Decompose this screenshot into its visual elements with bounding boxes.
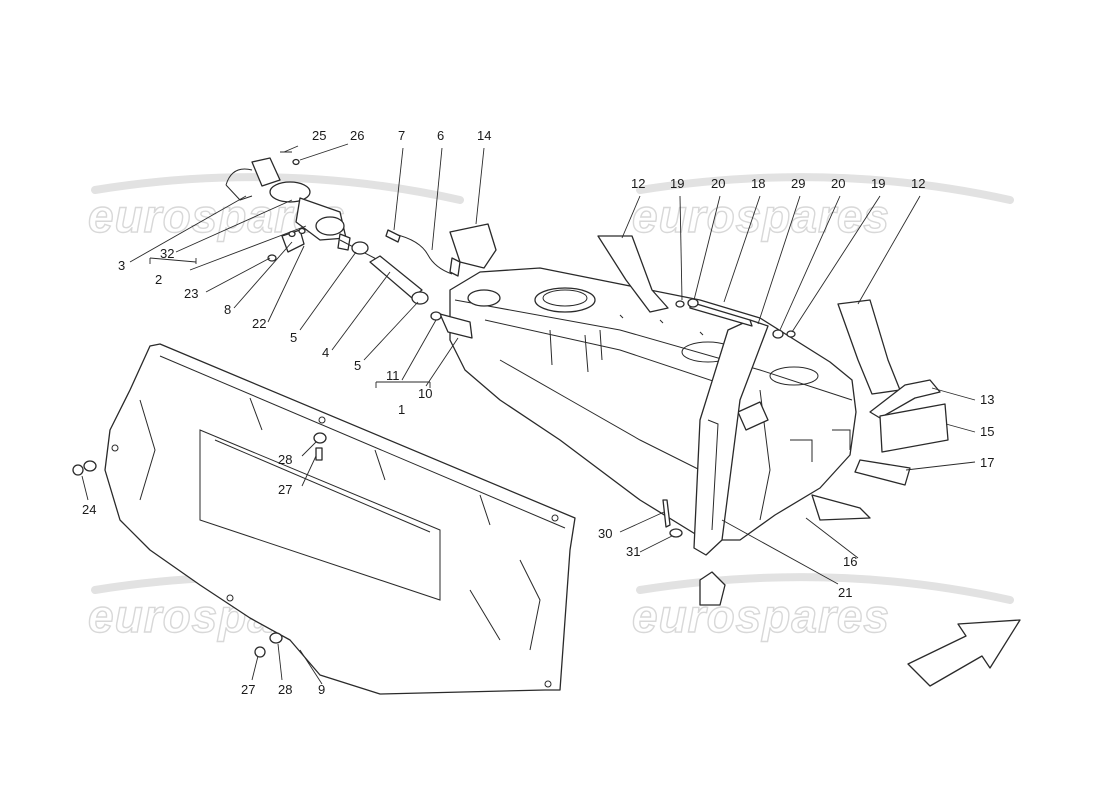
callout-19-left: 19 bbox=[670, 176, 684, 191]
callout-6: 6 bbox=[437, 128, 444, 143]
watermark-top-right: eurospares bbox=[632, 190, 890, 242]
callout-labels: 25 26 7 6 14 3 32 2 23 8 22 5 4 5 11 10 … bbox=[82, 128, 994, 697]
nut-24 bbox=[72, 464, 84, 476]
callout-18: 18 bbox=[751, 176, 765, 191]
front-direction-arrow-icon bbox=[907, 619, 1021, 687]
callout-14: 14 bbox=[477, 128, 491, 143]
callout-32: 32 bbox=[160, 246, 174, 261]
callout-26: 26 bbox=[350, 128, 364, 143]
callout-8: 8 bbox=[224, 302, 231, 317]
filler-neck-opening bbox=[534, 287, 596, 313]
callout-19-right: 19 bbox=[871, 176, 885, 191]
callout-22: 22 bbox=[252, 316, 266, 331]
screw-27-lower bbox=[254, 646, 266, 658]
bolt-30 bbox=[662, 499, 671, 528]
watermark-bottom-right: eurospares bbox=[632, 590, 890, 642]
callout-4: 4 bbox=[322, 345, 329, 360]
callout-28-lower: 28 bbox=[278, 682, 292, 697]
callout-20-right: 20 bbox=[831, 176, 845, 191]
callout-11: 11 bbox=[386, 368, 400, 383]
callout-28-upper: 28 bbox=[278, 452, 292, 467]
clamp-11 bbox=[430, 311, 442, 321]
callout-31: 31 bbox=[626, 544, 640, 559]
callout-20-left: 20 bbox=[711, 176, 725, 191]
watermark-swoosh bbox=[636, 173, 1014, 204]
callout-25: 25 bbox=[312, 128, 326, 143]
callout-27-lower: 27 bbox=[241, 682, 255, 697]
strap-pad-left bbox=[597, 235, 669, 313]
heat-shield-panel bbox=[104, 343, 576, 695]
bracket-2 bbox=[149, 257, 197, 263]
callout-5-lower: 5 bbox=[354, 358, 361, 373]
pipe-10 bbox=[439, 313, 473, 339]
callout-15: 15 bbox=[980, 424, 994, 439]
part-17 bbox=[854, 459, 911, 486]
cover-14 bbox=[449, 223, 497, 269]
washer-28-lower bbox=[269, 632, 283, 644]
washer-28-upper bbox=[313, 432, 327, 444]
panel-fasteners bbox=[72, 432, 327, 658]
callout-9: 9 bbox=[318, 682, 325, 697]
strap-bracket bbox=[699, 571, 726, 606]
clamp-5-lower bbox=[411, 291, 429, 305]
pump-wire-loop bbox=[225, 168, 253, 201]
part-16 bbox=[811, 494, 871, 521]
leader-lines bbox=[81, 143, 976, 685]
callout-16: 16 bbox=[843, 554, 857, 569]
callout-12-right: 12 bbox=[911, 176, 925, 191]
washer-24 bbox=[83, 460, 97, 472]
washer-31 bbox=[669, 528, 683, 538]
callout-10: 10 bbox=[418, 386, 432, 401]
pump-flange bbox=[269, 181, 311, 203]
callout-7: 7 bbox=[398, 128, 405, 143]
fuel-lines bbox=[351, 223, 497, 339]
fuel-pump-assembly bbox=[225, 151, 383, 263]
callout-17: 17 bbox=[980, 455, 994, 470]
callout-2: 2 bbox=[155, 272, 162, 287]
callout-29: 29 bbox=[791, 176, 805, 191]
screw-27-upper bbox=[315, 447, 323, 461]
pipe-6 bbox=[393, 233, 453, 275]
callout-24: 24 bbox=[82, 502, 96, 517]
callout-27-upper: 27 bbox=[278, 482, 292, 497]
callout-1: 1 bbox=[398, 402, 405, 417]
watermark-swoosh bbox=[636, 573, 1014, 604]
callout-21: 21 bbox=[838, 585, 852, 600]
tank-straps bbox=[597, 235, 949, 606]
callout-3: 3 bbox=[118, 258, 125, 273]
callout-23: 23 bbox=[184, 286, 198, 301]
hose-4 bbox=[369, 255, 423, 299]
callout-13: 13 bbox=[980, 392, 994, 407]
pump-connector bbox=[251, 157, 281, 187]
clip-7 bbox=[385, 229, 401, 243]
callout-12-left: 12 bbox=[631, 176, 645, 191]
callout-5-upper: 5 bbox=[290, 330, 297, 345]
part-15 bbox=[879, 403, 949, 453]
clamp-5-upper bbox=[351, 241, 369, 255]
tank-strap-21 bbox=[693, 319, 769, 556]
callout-30: 30 bbox=[598, 526, 612, 541]
